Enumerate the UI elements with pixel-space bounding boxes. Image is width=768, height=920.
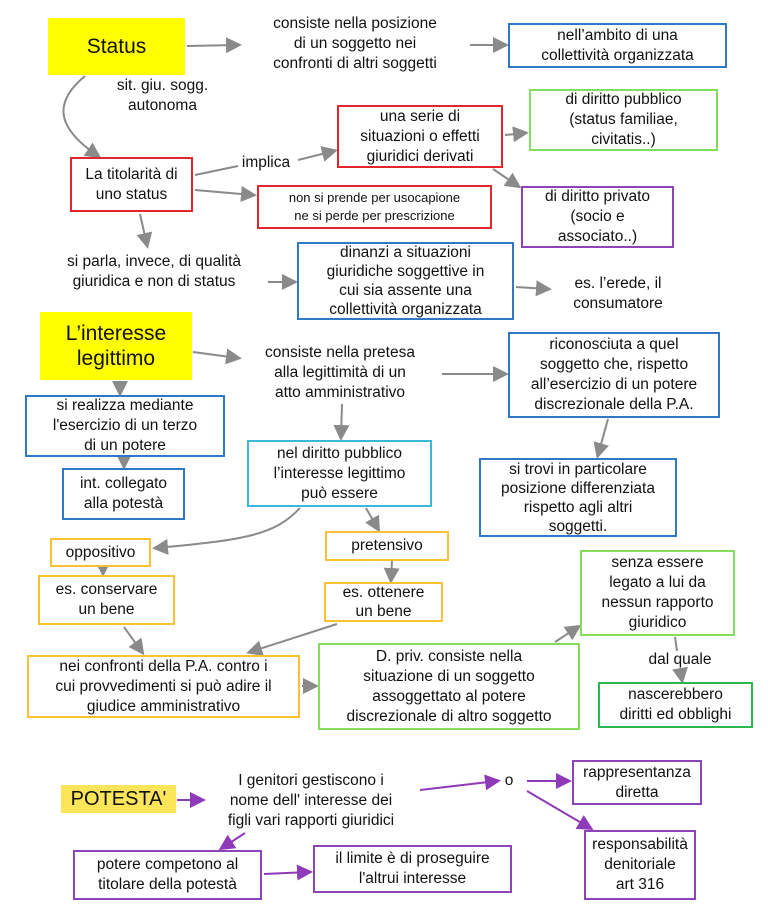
arrow-serie-pubblico xyxy=(504,126,529,143)
potesta-title: POTESTA' xyxy=(61,785,176,813)
arrow-interesse-pretesa xyxy=(192,348,242,365)
genitori-label: I genitori gestiscono i nome dell' inter… xyxy=(227,772,395,829)
collettivita-box: nell’ambito di una collettività organizz… xyxy=(508,23,727,68)
arrow-serie-privato xyxy=(492,168,522,189)
status-definition: consiste nella posizione di un soggetto … xyxy=(273,15,437,72)
o-label: o xyxy=(504,772,514,789)
qualita-giuridica-label: si parla, invece, di qualità giuridica e… xyxy=(66,253,242,290)
erede-label: es. l’erede, il consumatore xyxy=(573,275,663,312)
arrow-pretensivo-ottenere xyxy=(383,560,400,584)
limite-box: il limite è di proseguire l'altrui inter… xyxy=(313,845,512,893)
dinanzi-box: dinanzi a situazioni giuridiche soggetti… xyxy=(297,242,514,320)
arrow-ottenere-confronti xyxy=(246,623,338,656)
arrow-o-responsabilita xyxy=(526,790,594,831)
pretensivo-box: pretensivo xyxy=(325,531,449,561)
senza-rapporto-box: senza essere legato a lui da nessun rapp… xyxy=(580,550,735,636)
arrow-status-titolarita xyxy=(62,75,102,159)
ottenere-bene-box: es. ottenere un bene xyxy=(324,582,443,622)
collegato-potesta-box: int. collegato alla potestà xyxy=(62,468,185,520)
pretesa-label: consiste nella pretesa alla legittimità … xyxy=(265,344,415,401)
usocapione-box: non si prende per usocapione ne si perde… xyxy=(257,185,492,229)
realizza-box: si realizza mediante l'esercizio di un t… xyxy=(25,395,225,457)
conservare-bene-box: es. conservare un bene xyxy=(38,575,175,625)
arrow-titolarita-qualita xyxy=(136,213,153,249)
arrow-genitori-potere xyxy=(218,832,246,851)
diritto-privato-box: di diritto privato (socio e associato..) xyxy=(521,186,674,248)
rappresentanza-box: rappresentanza diretta xyxy=(572,760,702,805)
arrow-dinanzi-erede xyxy=(515,280,552,297)
dpriv-box: D. priv. consiste nella situazione di un… xyxy=(318,643,580,730)
potere-titolare-box: potere competono al titolare della potes… xyxy=(73,850,262,900)
diritto-pubblico-box: di diritto pubblico (status familiae, ci… xyxy=(529,89,718,151)
arrow-neldiritto-pretensivo xyxy=(365,507,380,533)
situazioni-derivati-box: una serie di situazioni o effetti giurid… xyxy=(337,105,503,168)
responsabilita-box: responsabilità denitoriale art 316 xyxy=(584,830,696,900)
interesse-legittimo-title: L’interesse legittimo xyxy=(40,312,192,380)
arrow-neldiritto-oppositivo xyxy=(152,507,301,555)
diritti-obblighi-box: nascerebbero diritti ed obblighi xyxy=(598,682,753,728)
confronti-pa-box: nei confronti della P.A. contro i cui pr… xyxy=(27,655,300,718)
arrow-pretesa-neldiritto xyxy=(333,403,350,441)
arrow-dpriv-senza xyxy=(554,624,582,643)
dal-quale-label: dal quale xyxy=(648,651,712,668)
implica-label: implica xyxy=(241,154,291,171)
arrow-senza-nascerebbero xyxy=(675,636,682,680)
riconosciuta-box: riconosciuta a quel soggetto che, rispet… xyxy=(508,332,720,418)
arrow-riconosciuta-sitrovi xyxy=(593,418,609,459)
arrow-potere-limite xyxy=(263,864,313,881)
arrow-genitori-o xyxy=(419,774,501,791)
sit-giu-label: sit. giu. sogg. autonoma xyxy=(116,77,209,114)
arrow-titolarita-serie xyxy=(194,151,334,176)
diritto-pubblico-interesse-box: nel diritto pubblico l’interesse legitti… xyxy=(247,440,432,507)
arrow-conservare-confronti xyxy=(123,626,145,656)
status-title: Status xyxy=(48,18,185,75)
oppositivo-box: oppositivo xyxy=(50,538,151,567)
arrow-status-consiste xyxy=(186,37,242,54)
posizione-differenziata-box: si trovi in particolare posizione differ… xyxy=(479,458,677,537)
titolarita-box: La titolarità di uno status xyxy=(70,157,193,212)
arrow-titolarita-nonprende xyxy=(194,185,257,202)
